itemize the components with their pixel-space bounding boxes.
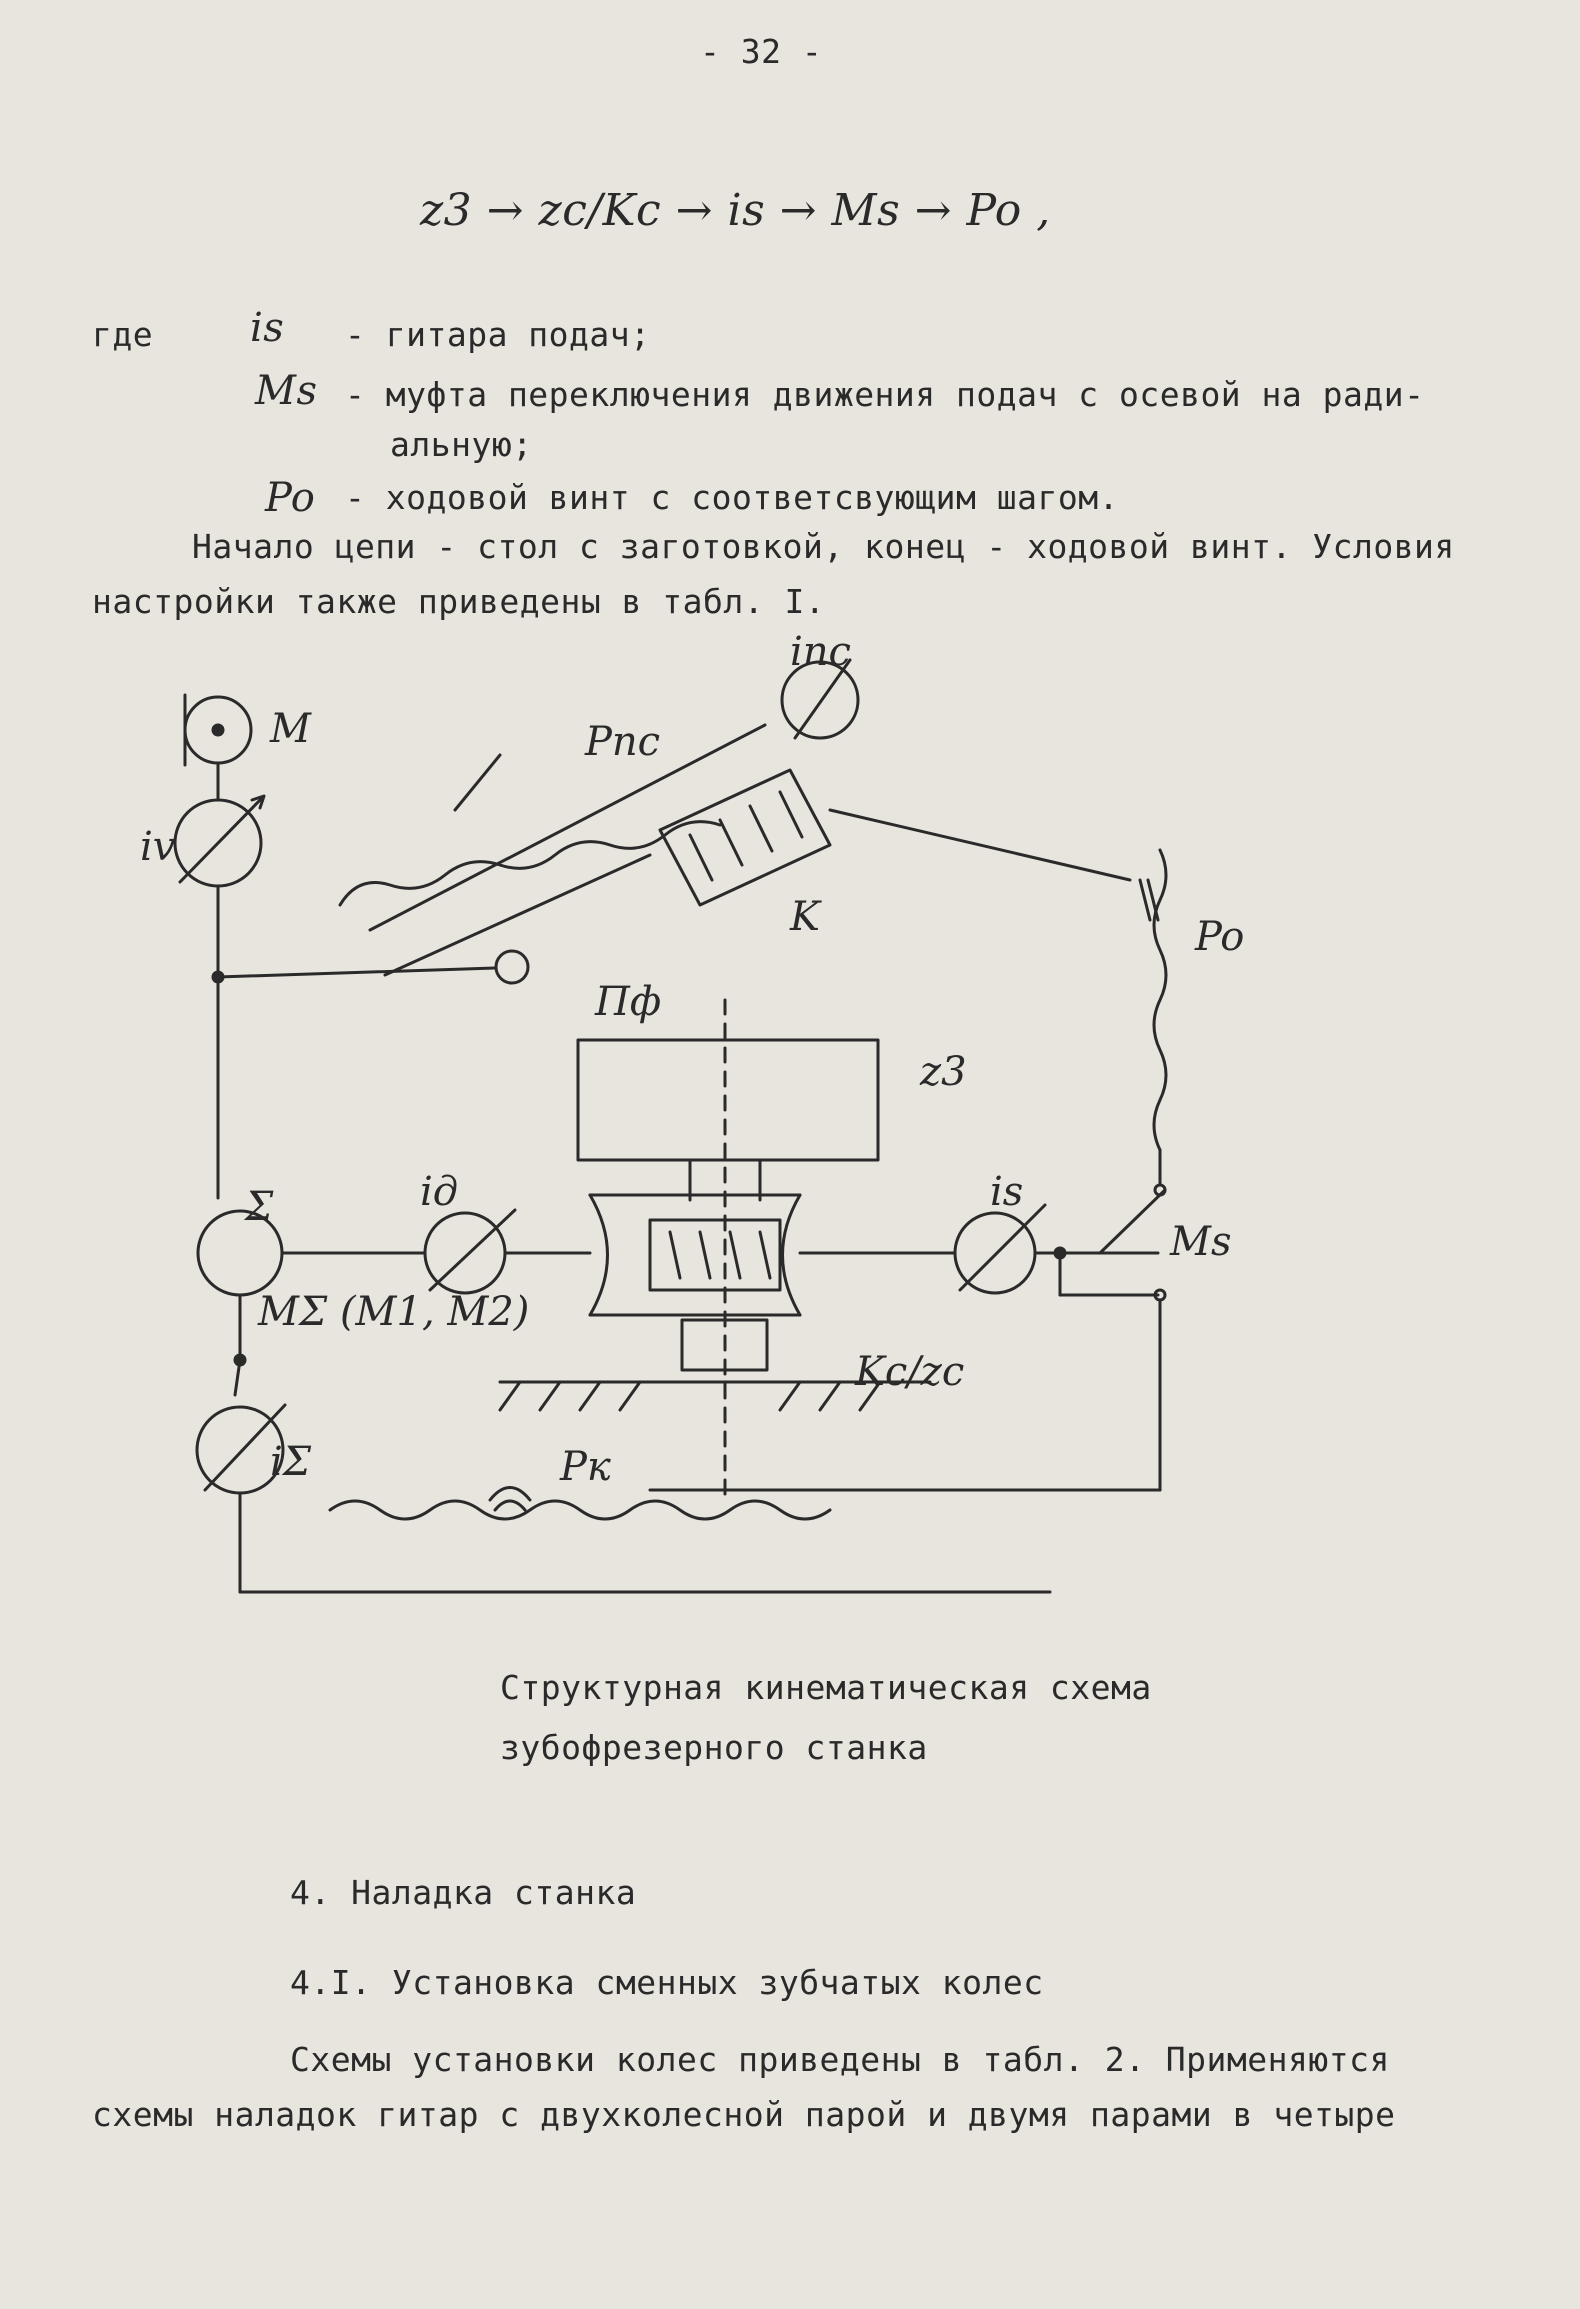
pk-nut-2 <box>493 1499 527 1512</box>
motor-center <box>211 723 225 737</box>
section-4-1-heading: 4.I. Установка сменных зубчатых колес <box>290 1963 1044 2002</box>
hob-hatch-2 <box>718 818 744 867</box>
worm-gear-block <box>648 1218 782 1292</box>
base-hatch-6 <box>818 1380 842 1412</box>
table-block <box>680 1318 769 1372</box>
label-ipc: iпс <box>790 629 851 675</box>
msigma-switch <box>233 1358 242 1397</box>
hatch-3 <box>728 1230 742 1280</box>
paragraph-line-1: Начало цепи - стол с заготовкой, конец -… <box>192 527 1455 566</box>
po-top-2 <box>1146 878 1160 922</box>
hatch-2 <box>698 1230 712 1280</box>
label-pf: Пф <box>594 979 661 1025</box>
label-isigma: iΣ <box>270 1439 312 1485</box>
po-feed-screw <box>1152 848 1168 1152</box>
iv-arrow-head <box>250 794 266 810</box>
definition-text-continuation: альную; <box>390 425 533 464</box>
caption-line-2: зубофрезерного станка <box>500 1728 928 1767</box>
definition-symbol-ms: Ms <box>255 368 318 414</box>
page-number: - 32 - <box>700 32 823 71</box>
hatch-4 <box>758 1230 772 1280</box>
label-is: is <box>990 1169 1023 1215</box>
hob-hatch-3 <box>748 804 774 853</box>
base-hatch-2 <box>538 1380 562 1412</box>
is-arrow <box>958 1203 1047 1292</box>
label-ppc: Pпс <box>584 719 660 765</box>
label-pk: Pк <box>559 1444 611 1490</box>
ppc-screw <box>338 820 722 907</box>
label-z3: z3 <box>919 1049 967 1095</box>
mill-drive-circle <box>494 949 530 985</box>
definition-symbol-po: Po <box>265 475 316 521</box>
label-k: K <box>789 894 822 940</box>
caption-line-1: Структурная кинематическая схема <box>500 1668 1152 1707</box>
ipc-arrow <box>793 658 852 740</box>
label-ms: Ms <box>1169 1219 1231 1265</box>
id-arrow <box>428 1208 517 1292</box>
k-hob <box>658 768 832 907</box>
worm-left-arc <box>588 1193 609 1317</box>
definition-text-po: - ходовой винт с соответсвующим шагом. <box>345 478 1119 517</box>
pk-radial-screw <box>328 1499 832 1521</box>
label-kczc: Kc/zc <box>854 1349 964 1395</box>
definition-text-is: - гитара подач; <box>345 315 651 354</box>
ipc-circle <box>780 660 860 740</box>
z3-block <box>576 1038 880 1162</box>
paragraph-line-2: настройки также приведены в табл. I. <box>92 582 826 621</box>
label-sigma: Σ <box>243 1184 274 1230</box>
isigma-arrow <box>203 1403 287 1492</box>
base-hatch-3 <box>578 1380 602 1412</box>
iv-adjust-arrow <box>178 796 264 884</box>
hob-slide-bottom <box>383 853 652 977</box>
definition-symbol-is: is <box>250 305 285 351</box>
base-hatch-7 <box>858 1380 882 1412</box>
section-4-heading: 4. Наладка станка <box>290 1873 637 1912</box>
where-label: где <box>92 315 154 354</box>
po-top-1 <box>1138 878 1152 922</box>
base-hatch-1 <box>498 1380 522 1412</box>
label-po: Po <box>1194 914 1244 960</box>
hob-to-po <box>828 808 1132 882</box>
hatch-1 <box>668 1230 682 1280</box>
bottom-paragraph-line-2: схемы наладок гитар с двухколесной парой… <box>92 2095 1396 2134</box>
base-hatch-4 <box>618 1380 642 1412</box>
hob-bracket <box>453 753 502 812</box>
hob-hatch-4 <box>778 790 804 839</box>
worm-right-arc <box>781 1193 802 1317</box>
bottom-paragraph-line-1: Схемы установки колес приведены в табл. … <box>290 2040 1390 2079</box>
label-id: iд <box>420 1169 458 1215</box>
hob-hatch-1 <box>688 833 714 882</box>
base-hatch-5 <box>778 1380 802 1412</box>
id-circle <box>423 1211 507 1295</box>
label-m: M <box>269 706 312 752</box>
pk-nut-1 <box>488 1486 532 1502</box>
label-msigma: MΣ (M1, M2) <box>257 1289 529 1335</box>
label-iv: iv <box>140 824 176 870</box>
hob-slide-top <box>368 723 767 932</box>
ms-switch <box>1098 1188 1167 1255</box>
branch-to-mill <box>216 966 497 979</box>
definition-text-ms: - муфта переключения движения подач с ос… <box>345 375 1425 414</box>
formula: z3 → zc/Kc → is → Ms → Po , <box>420 185 1051 236</box>
